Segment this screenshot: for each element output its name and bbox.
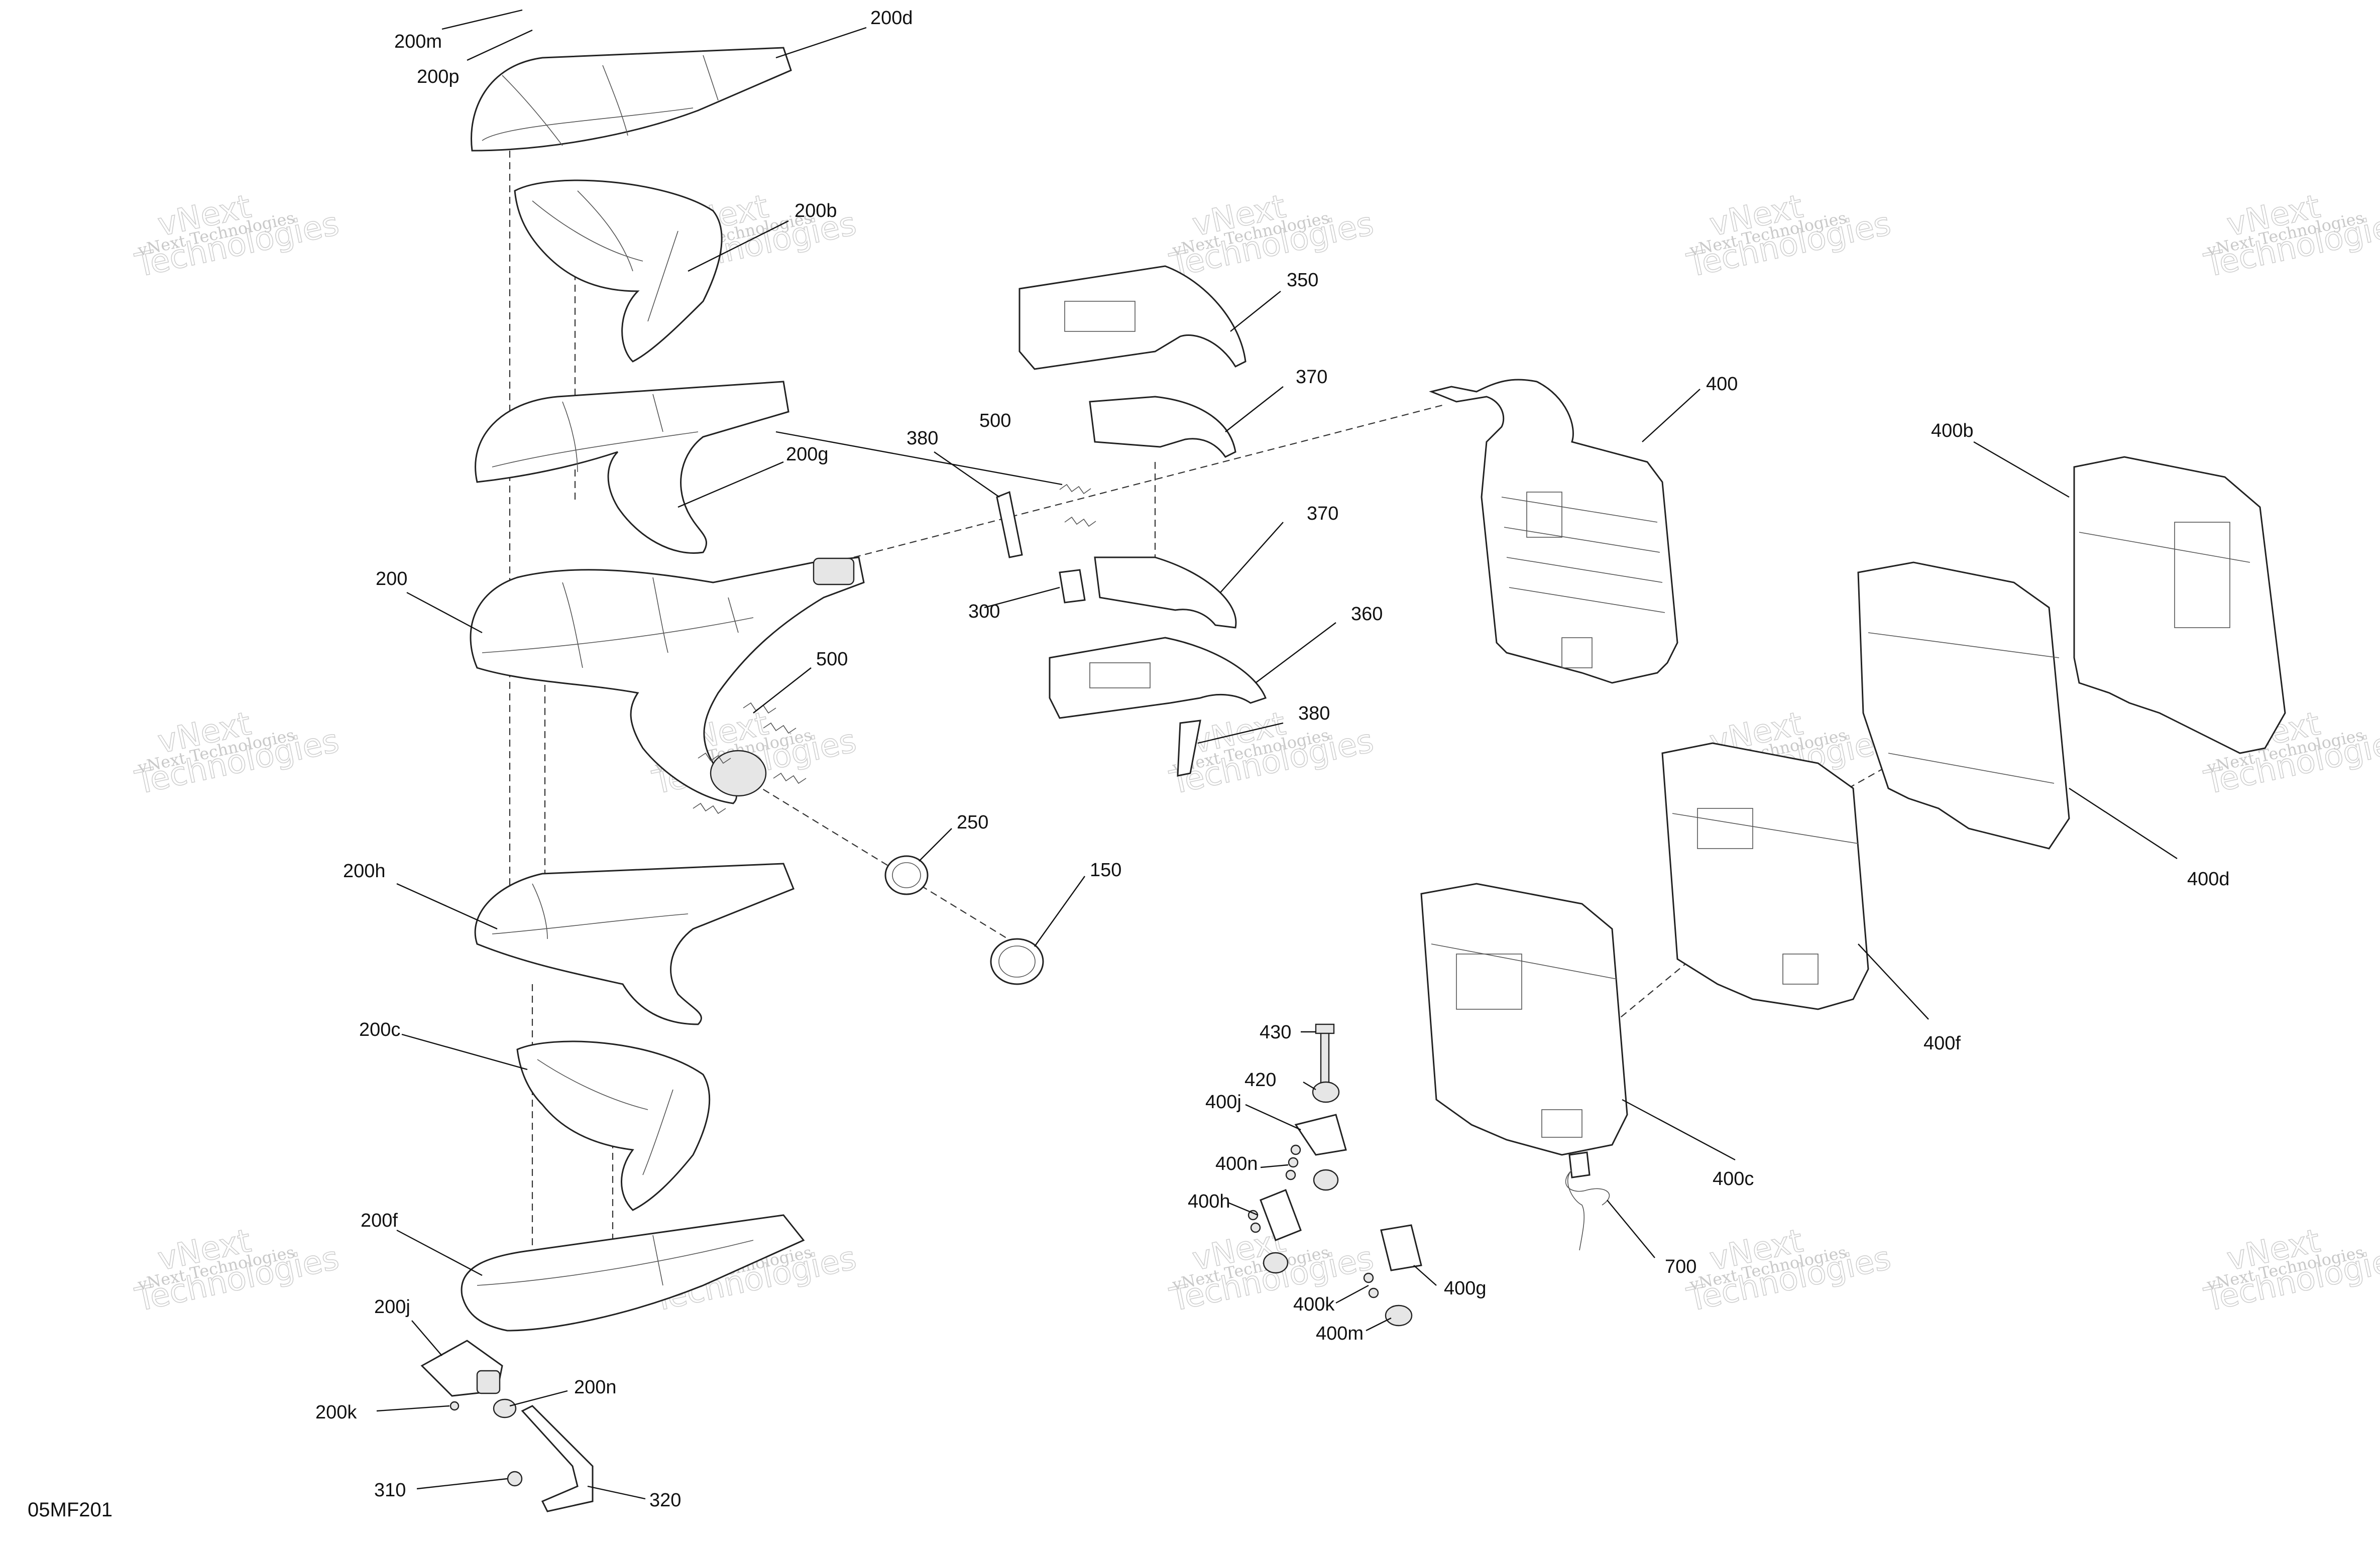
sensor-700 — [1565, 1151, 1610, 1251]
callout-200k: 200k — [315, 1402, 357, 1423]
washer-420 — [1312, 1081, 1340, 1103]
heat-shield-200d — [471, 47, 792, 152]
clip-380-upper — [996, 491, 1023, 558]
callout-labels: 200m 200p 200d 200b 200g 200 500 200h 20… — [315, 8, 2230, 1511]
callout-320: 320 — [649, 1490, 681, 1511]
fasteners-400k — [1363, 1272, 1379, 1298]
callout-200p: 200p — [417, 66, 460, 87]
grommet-200n — [493, 1398, 517, 1418]
callout-380-upper: 380 — [906, 428, 938, 449]
heat-shield-200b — [514, 179, 723, 363]
grommet-lower-left — [1263, 1252, 1289, 1274]
callout-400d: 400d — [2187, 869, 2230, 890]
heat-shield-200g — [475, 381, 789, 554]
callout-430: 430 — [1260, 1022, 1291, 1043]
insulation-370-upper — [1089, 396, 1236, 458]
callout-200: 200 — [376, 568, 407, 589]
gasket-250 — [884, 855, 929, 895]
callout-370-lower: 370 — [1307, 503, 1338, 524]
callout-150: 150 — [1090, 860, 1121, 881]
callout-400j: 400j — [1205, 1092, 1241, 1113]
clip-380-lower — [1177, 720, 1201, 777]
callout-400b: 400b — [1931, 420, 1974, 441]
shield-400b — [2073, 456, 2286, 754]
callout-400f: 400f — [1923, 1033, 1961, 1054]
bracket-200j — [420, 1340, 503, 1397]
callout-350: 350 — [1287, 270, 1318, 291]
nut-310 — [507, 1471, 523, 1487]
heat-shield-200f — [461, 1214, 805, 1332]
springs-500-upper — [1059, 484, 1096, 527]
callout-400c: 400c — [1713, 1168, 1754, 1190]
gasket-150 — [990, 938, 1044, 985]
callout-200m: 200m — [394, 31, 442, 52]
bracket-400g — [1380, 1224, 1422, 1271]
insulation-370-lower — [1094, 556, 1237, 629]
spacer-300 — [1059, 569, 1086, 604]
callout-200d: 200d — [870, 8, 913, 29]
callout-420: 420 — [1244, 1070, 1276, 1091]
tuned-pipe-200 — [470, 556, 865, 804]
diagram-id-label: 05MF201 — [28, 1499, 112, 1521]
bracket-400h — [1248, 1189, 1302, 1241]
callout-200h: 200h — [343, 861, 386, 882]
support-320 — [521, 1405, 594, 1512]
callout-310: 310 — [374, 1480, 406, 1501]
callout-360: 360 — [1351, 604, 1383, 625]
shield-400c — [1420, 883, 1628, 1156]
callout-200j: 200j — [374, 1296, 410, 1318]
callout-200f: 200f — [361, 1210, 398, 1231]
bracket-400j — [1294, 1114, 1347, 1156]
callout-200c: 200c — [359, 1019, 400, 1040]
callout-700: 700 — [1665, 1256, 1696, 1277]
callout-400g: 400g — [1444, 1278, 1487, 1299]
callout-200g: 200g — [786, 444, 829, 465]
callout-370-upper: 370 — [1296, 367, 1327, 388]
callout-400k: 400k — [1293, 1294, 1335, 1315]
callout-200b: 200b — [795, 200, 837, 221]
callout-300: 300 — [968, 601, 1000, 622]
shield-350 — [1018, 265, 1246, 370]
leader-lines — [376, 9, 2178, 1500]
callout-400m: 400m — [1316, 1323, 1364, 1344]
shield-400f — [1661, 742, 1869, 1010]
grommet-400m — [1385, 1304, 1413, 1327]
callout-400: 400 — [1706, 374, 1738, 395]
callout-400h: 400h — [1188, 1191, 1230, 1212]
callout-400n: 400n — [1215, 1153, 1258, 1174]
callout-200n: 200n — [574, 1377, 617, 1398]
callout-380-lower: 380 — [1298, 703, 1330, 724]
heat-shield-200h — [474, 863, 795, 1025]
fasteners-400n — [1285, 1144, 1301, 1180]
heat-shield-200c — [516, 1040, 711, 1211]
callout-250: 250 — [957, 812, 988, 833]
grommet-upper — [1313, 1169, 1339, 1191]
shield-400d — [1857, 561, 2070, 850]
fastener-200k — [449, 1401, 460, 1411]
bolt-430 — [1315, 1023, 1335, 1091]
callout-500-upper: 500 — [979, 410, 1011, 431]
callout-500-lower: 500 — [816, 649, 848, 670]
muffler-400 — [1429, 379, 1678, 684]
shield-360 — [1049, 637, 1267, 719]
